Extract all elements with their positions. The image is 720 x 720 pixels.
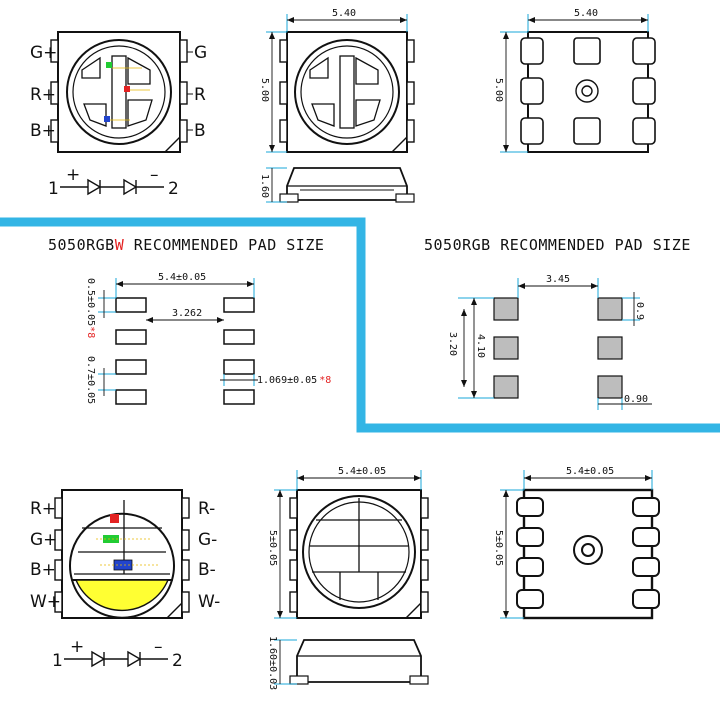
pin-label: G+ [30, 43, 57, 63]
rgb-pad-layout: 5050RGB RECOMMENDED PAD SIZE 3.45 0.9 4.… [424, 236, 691, 410]
rgbw-dim-width: 5.4±0.05 [338, 466, 386, 477]
rgb-led-side-view: 1.60 [259, 167, 415, 203]
rgb-pin-labels: G+ R+ B+ G R B [30, 43, 207, 141]
rgbw-bottom-dim-height: 5±0.05 [493, 530, 504, 566]
pin-label: W- [198, 592, 220, 612]
diode-symbol-top: 1 2 + – [48, 165, 179, 199]
rgbw-dim-span: 5.4±0.05 [158, 272, 206, 283]
diode-pin-1: 1 [48, 179, 59, 199]
rgbw-dim-pad-w: 1.069±0.05*8 [257, 375, 331, 386]
pin-label: R+ [30, 85, 56, 105]
rgbw-dim-pad-h: 0.5±0.05*8 [85, 278, 96, 338]
pin-label: G- [198, 530, 217, 550]
diode-pin-2: 2 [168, 179, 179, 199]
diode-plus: + [66, 165, 80, 185]
diode-minus: – [150, 165, 159, 185]
rgb-led-outline-view [279, 31, 415, 153]
pin-label: B [194, 121, 206, 141]
pin-label: B+ [30, 560, 56, 580]
diode-minus: – [154, 637, 163, 657]
rgbw-dim-pitch: 0.7±0.05 [85, 356, 96, 404]
diode-symbol-bottom: 1 2 + – [52, 637, 183, 671]
green-die [106, 62, 112, 68]
rgbw-pad-layout: 5050RGBW RECOMMENDED PAD SIZE 5.4±0.05 3… [48, 236, 331, 405]
dim-width: 5.40 [332, 8, 356, 19]
dim-thickness: 1.60 [259, 174, 270, 198]
rgbw-dim-thickness: 1.60±0.03 [267, 636, 278, 690]
rgb-dim-span: 3.45 [546, 274, 570, 285]
red-die [110, 514, 119, 523]
top-dimension-lines: 5.40 5.00 [259, 8, 408, 153]
pin-label: G [194, 43, 207, 63]
section-divider [0, 217, 720, 433]
rgbw-bottom-dim-width: 5.4±0.05 [566, 466, 614, 477]
pin-label: B+ [30, 121, 56, 141]
pin-label: W+ [30, 592, 61, 612]
pin-label: R [194, 85, 206, 105]
pin-label: G+ [30, 530, 57, 550]
red-die [124, 86, 130, 92]
dim-height-bottom-view: 5.00 [493, 78, 504, 102]
rgbw-dim-height: 5±0.05 [267, 530, 278, 566]
rgbw-dim-gap: 3.262 [172, 308, 202, 319]
rgbw-led-side-view: 1.60±0.03 [267, 636, 429, 690]
diode-pin-1: 1 [52, 651, 63, 671]
rgb-dim-pad: 0.9 [634, 302, 645, 320]
rgb-dim-outer: 4.10 [475, 334, 486, 358]
pin-label: R- [198, 499, 215, 519]
pin-label: B- [198, 560, 216, 580]
rgbw-pad-title-w: W [115, 236, 125, 254]
white-die-area [74, 579, 170, 612]
green-die [103, 535, 119, 543]
rgbw-pin-labels: R+ G+ B+ W+ R- G- B- W- [30, 499, 220, 612]
blue-die [104, 116, 110, 122]
dim-height: 5.00 [259, 78, 270, 102]
rgbw-led-top-view [54, 489, 190, 619]
rgb-led-top-view [50, 31, 188, 153]
rgb-pad-title: 5050RGB RECOMMENDED PAD SIZE [424, 236, 691, 254]
diode-pin-2: 2 [172, 651, 183, 671]
rgb-led-bottom-view: 5.40 5.00 [493, 8, 656, 153]
rgb-dim-pad-w: 0.90 [624, 394, 648, 405]
rgbw-led-outline-view: 5.4±0.05 5±0.05 [267, 466, 429, 619]
pin-label: R+ [30, 499, 56, 519]
diode-plus: + [70, 637, 84, 657]
dim-width-bottom-view: 5.40 [574, 8, 598, 19]
rgbw-pad-title-prefix: 5050RGBW RECOMMENDED PAD SIZE [48, 236, 324, 254]
rgbw-led-bottom-view: 5.4±0.05 5±0.05 [493, 466, 660, 620]
rgb-dim-pitch: 3.20 [447, 332, 458, 356]
